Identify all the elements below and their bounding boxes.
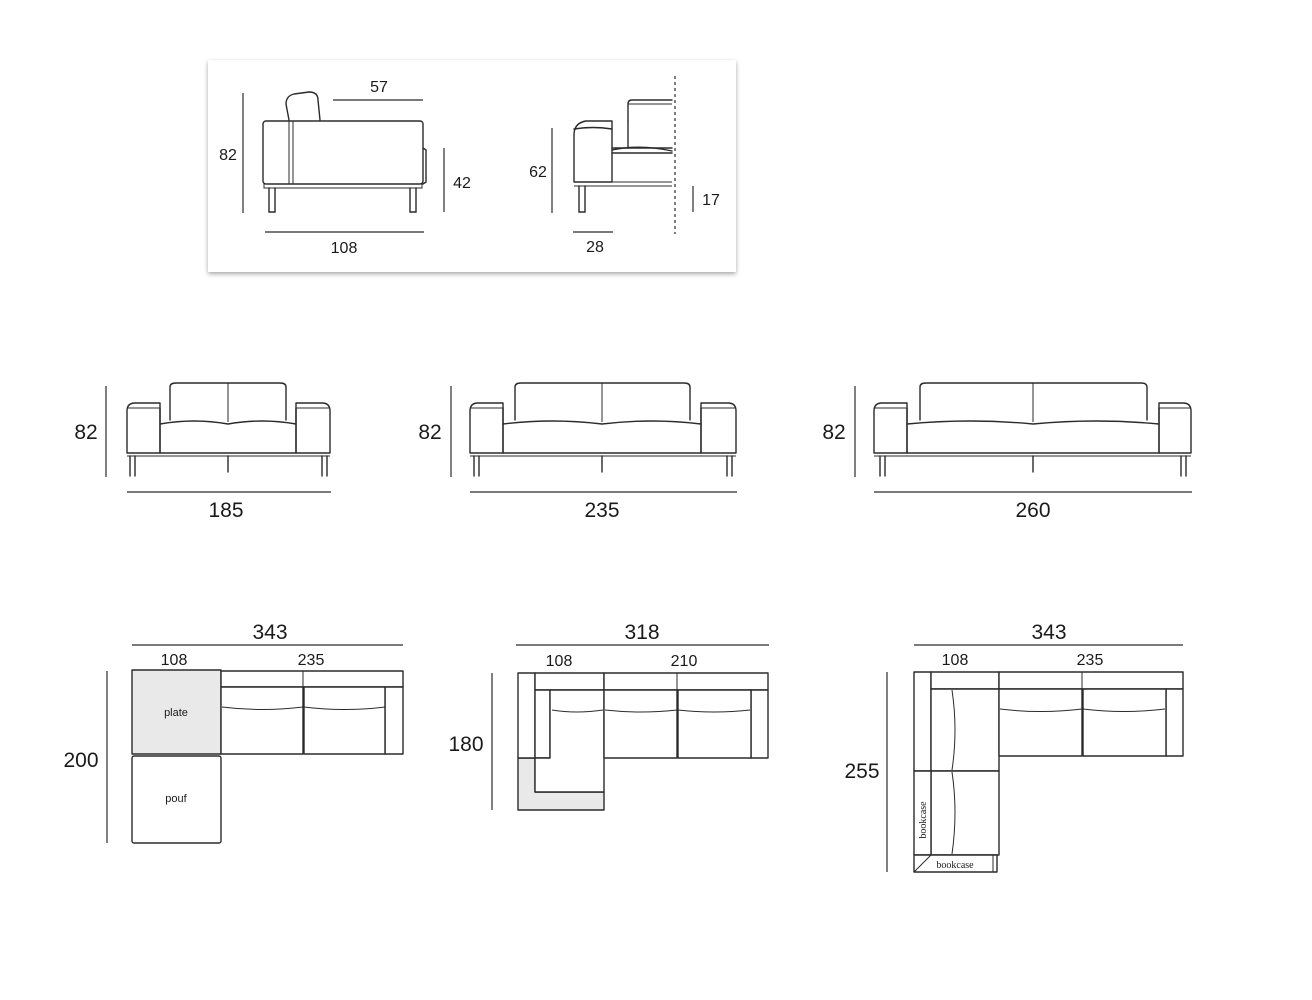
comp-3-total-width-label: 343 [1031,621,1066,644]
sofa-260-width-label: 260 [1015,499,1050,522]
comp-3-left-width-label: 108 [942,652,969,669]
depth-label: 108 [331,240,358,257]
sofa-235-front-view [469,382,737,477]
pouf-block [131,755,222,844]
arm-view-drawing [573,99,673,213]
profile-detail-panel: 82 57 42 108 62 28 17 [208,60,736,272]
plate-block [131,669,222,755]
composition-1-plan-view [131,669,404,844]
sofa-260-height-label: 82 [822,421,845,444]
comp-2-right-width-label: 210 [671,653,698,670]
comp-1-right-width-label: 235 [298,652,325,669]
composition-2-plan-view [517,672,769,811]
comp-1-total-width-label: 343 [252,621,287,644]
bookcase-horizontal [913,854,998,873]
sofa-235-height-label: 82 [418,421,441,444]
seat-height-label: 42 [453,175,471,192]
comp-2-depth-label: 180 [448,733,483,756]
comp-3-depth-label: 255 [844,760,879,783]
pouf-label: pouf [165,793,187,805]
composition-3-plan-view [913,671,1184,873]
top-depth-label: 57 [370,79,388,96]
arm-width-label: 28 [586,239,604,256]
sofa-260-front-view [873,382,1192,477]
arm-height-label: 62 [529,164,547,181]
bookcase-vertical-label: bookcase [918,801,929,839]
comp-3-right-width-label: 235 [1077,652,1104,669]
plate-label: plate [164,707,188,719]
profile-panel-frame [208,60,736,272]
comp-1-depth-label: 200 [63,749,98,772]
side-view-drawing [262,91,427,213]
sofa-185-height-label: 82 [74,421,97,444]
bookcase-horizontal-label: bookcase [936,860,974,871]
comp-1-left-width-label: 108 [161,652,188,669]
sofa-235-width-label: 235 [584,499,619,522]
comp-2-total-width-label: 318 [624,621,659,644]
side-height-label: 82 [219,147,237,164]
sofa-185-width-label: 185 [208,499,243,522]
sofa-185-front-view [126,382,331,477]
comp-2-left-width-label: 108 [546,653,573,670]
leg-height-label: 17 [702,192,720,209]
